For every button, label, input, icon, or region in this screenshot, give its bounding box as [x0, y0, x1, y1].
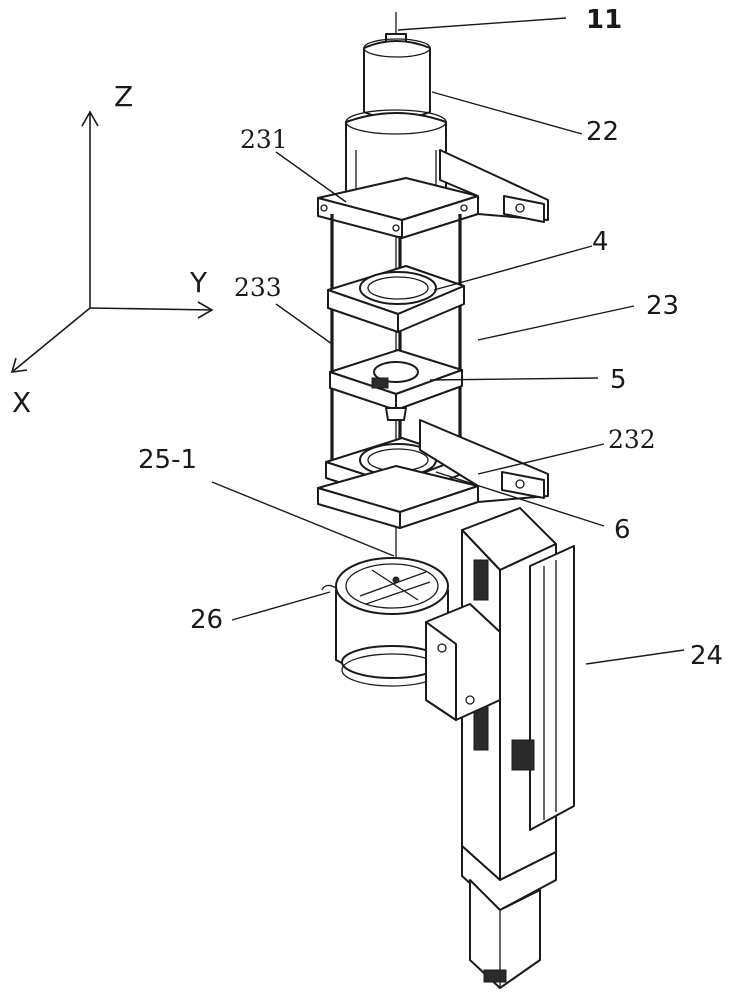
label-26: 26 [190, 605, 223, 635]
leader-232 [477, 443, 605, 475]
leader-22 [431, 91, 583, 135]
lower-plate-assembly [317, 419, 549, 529]
label-4: 4 [592, 227, 609, 257]
x-axis [11, 307, 91, 373]
drive-motor-connector [483, 969, 507, 983]
rotary-stage [321, 557, 449, 687]
x-arrowhead [10, 357, 28, 373]
label-231: 231 [240, 125, 288, 154]
leader-231 [275, 151, 347, 203]
leader-26 [231, 591, 331, 621]
motor-upper-body [363, 40, 431, 120]
label-11: 11 [586, 5, 622, 35]
bracket-hole [515, 479, 525, 489]
leader-23 [477, 305, 635, 341]
y-axis [89, 307, 213, 311]
carriage-hole [465, 695, 475, 705]
leader-233 [275, 303, 333, 345]
bolt-hole [392, 224, 400, 232]
label-25-1: 25-1 [138, 445, 197, 475]
label-5: 5 [610, 365, 627, 395]
motor-shoulder [345, 109, 447, 135]
dial-pointer [321, 584, 337, 591]
upper-ring-plate-side [397, 285, 465, 333]
middle-hub-clamp [371, 377, 389, 389]
actuator-detail [473, 559, 489, 601]
z-arrowhead [81, 110, 99, 127]
rotary-dial [335, 557, 449, 615]
middle-hub [329, 349, 463, 421]
y-arrowhead [197, 301, 214, 319]
reference-labels: 11 22 231 4 233 23 5 232 25-1 6 26 24 [138, 5, 723, 671]
lower-bracket-tab [501, 471, 545, 499]
linear-actuator [425, 507, 575, 989]
leader-11 [397, 17, 567, 31]
rotary-dial-scale [345, 563, 439, 609]
carriage-hole [437, 643, 447, 653]
label-232: 232 [608, 425, 656, 454]
spindle-coupler [385, 407, 407, 421]
actuator-detail [511, 739, 535, 771]
motor-assembly [345, 12, 447, 209]
label-6: 6 [614, 515, 631, 545]
bracket-hole [515, 203, 525, 213]
leader-6 [435, 471, 605, 527]
carriage-front [425, 621, 457, 721]
label-22: 22 [586, 117, 619, 147]
leader-lines [211, 17, 685, 665]
label-24: 24 [690, 641, 723, 671]
motor-top-face [363, 38, 431, 58]
leader-4 [433, 245, 593, 291]
leader-5 [429, 377, 599, 381]
bolt-hole [320, 204, 328, 212]
actuator-lower-housing [461, 845, 557, 911]
upper-ring-plate [327, 265, 465, 333]
z-axis-label: Z [114, 80, 133, 113]
rail-slot [543, 560, 557, 820]
leader-24 [585, 649, 685, 665]
label-23: 23 [646, 291, 679, 321]
y-axis-label: Y [189, 266, 208, 299]
bolt-hole [460, 204, 468, 212]
dial-markings [359, 569, 431, 605]
middle-hub-bore [373, 361, 419, 383]
x-axis-label: X [12, 386, 31, 419]
upper-ring-inner [367, 276, 429, 300]
dial-center [392, 576, 400, 584]
leader-25-1 [211, 481, 395, 557]
coordinate-axes: Z Y X [10, 80, 214, 419]
label-233: 233 [234, 273, 282, 302]
top-plate [317, 149, 549, 239]
actuator-rail [529, 545, 575, 831]
